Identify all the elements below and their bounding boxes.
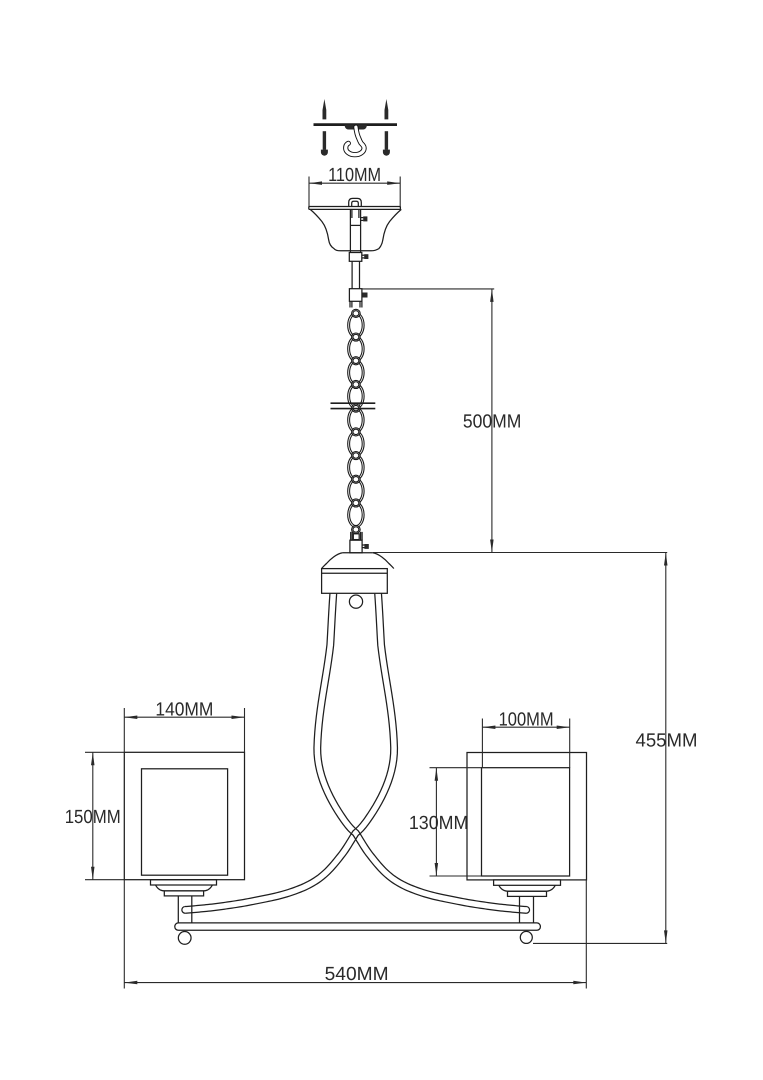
svg-text:455MM: 455MM [636,731,698,752]
svg-text:100MM: 100MM [499,710,554,731]
svg-text:150MM: 150MM [65,807,121,828]
svg-text:540MM: 540MM [325,964,389,985]
svg-text:500MM: 500MM [463,412,522,433]
svg-text:110MM: 110MM [328,165,381,186]
svg-text:130MM: 130MM [409,813,469,834]
svg-text:140MM: 140MM [155,699,213,720]
